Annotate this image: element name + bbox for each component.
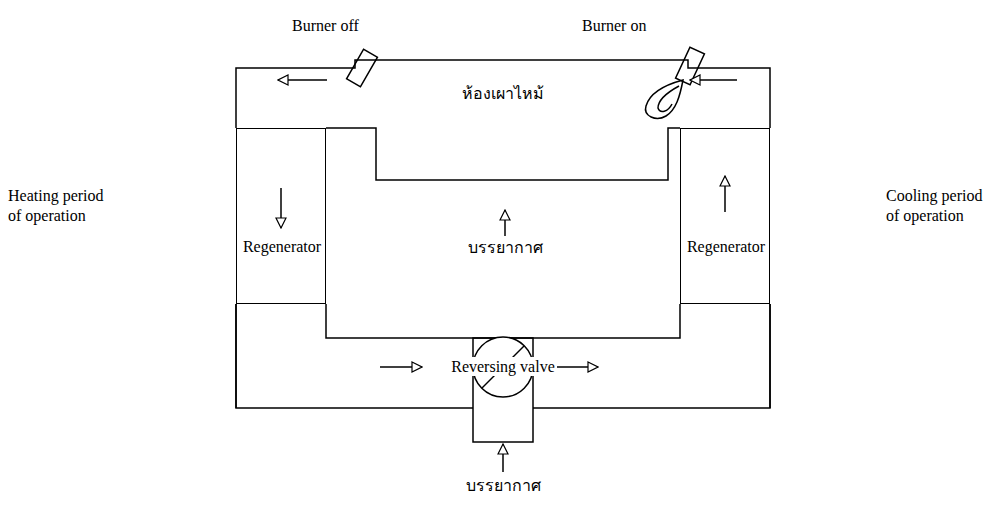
valve-label: Reversing valve [449, 357, 557, 376]
flow-arrow [504, 210, 506, 236]
chamber-wall [236, 60, 770, 180]
reversing-valve: Reversing valve [433, 336, 573, 398]
regenerator-box: Regenerator [680, 128, 770, 304]
regenerator-box: Regenerator [236, 128, 326, 304]
flow-arrow [280, 188, 282, 228]
flow-arrow [502, 444, 504, 472]
flow-arrow [724, 176, 726, 212]
duct-connector [236, 304, 473, 408]
burner-on-symbol [676, 47, 705, 85]
period-label: Heating period of operation [8, 186, 120, 226]
flow-arrow [380, 366, 422, 368]
atmosphere-label: บรรยากาศ [466, 476, 541, 496]
flow-arrow [690, 79, 737, 81]
burner-label: Burner on [582, 16, 646, 36]
flow-arrow [556, 366, 598, 368]
period-label: Cooling period of operation [886, 186, 998, 226]
regenerator-label: Regenerator [243, 237, 321, 256]
valve-housing [473, 338, 533, 442]
regenerator-label: Regenerator [687, 237, 765, 256]
flow-arrow [278, 79, 327, 81]
atmosphere-label: บรรยากาศ [468, 238, 543, 258]
duct-connector [533, 304, 770, 408]
flame-symbol [658, 86, 679, 111]
duct-connector [326, 304, 680, 338]
chamber-label: ห้องเผาไหม้ [462, 84, 544, 103]
combustion-chamber: ห้องเผาไหม้ [236, 60, 770, 128]
burner-label: Burner off [292, 16, 359, 36]
flame-symbol [646, 80, 683, 118]
